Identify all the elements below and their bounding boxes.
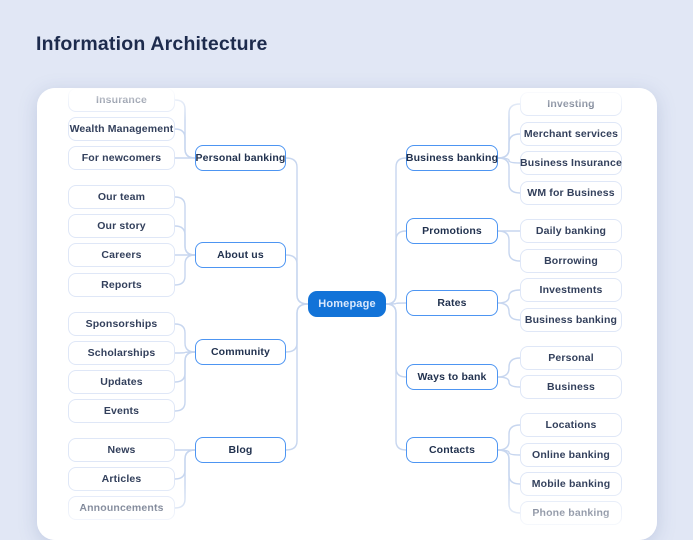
connector-edge	[497, 449, 521, 514]
node-updates[interactable]: Updates	[68, 370, 175, 394]
connector-edge	[285, 303, 309, 353]
connector-edge	[174, 254, 196, 286]
node-our-story[interactable]: Our story	[68, 214, 175, 238]
connector-edge	[285, 254, 309, 305]
connector-edge	[285, 303, 309, 451]
node-scholarships[interactable]: Scholarships	[68, 341, 175, 365]
node-contacts[interactable]: Contacts	[406, 437, 498, 463]
connector-edge	[497, 357, 521, 378]
connector-edge	[497, 376, 521, 388]
node-about-us[interactable]: About us	[195, 242, 286, 268]
connector-edge	[174, 449, 196, 480]
connector-edge	[385, 157, 407, 305]
connector-edge	[497, 133, 521, 159]
node-phone-banking[interactable]: Phone banking	[520, 501, 622, 525]
node-promotions[interactable]: Promotions	[406, 218, 498, 244]
connector-edge	[497, 157, 521, 194]
node-business-banking[interactable]: Business banking	[406, 145, 498, 171]
node-sponsorships[interactable]: Sponsorships	[68, 312, 175, 336]
node-investments[interactable]: Investments	[520, 278, 622, 302]
node-business-insurance[interactable]: Business Insurance	[520, 151, 622, 175]
connector-edge	[174, 323, 196, 353]
node-reports[interactable]: Reports	[68, 273, 175, 297]
connector-edge	[174, 351, 196, 383]
node-daily-banking[interactable]: Daily banking	[520, 219, 622, 243]
node-wealth-management[interactable]: Wealth Management	[68, 117, 175, 141]
node-business[interactable]: Business	[520, 375, 622, 399]
node-mobile-banking[interactable]: Mobile banking	[520, 472, 622, 496]
node-personal[interactable]: Personal	[520, 346, 622, 370]
node-investing[interactable]: Investing	[520, 92, 622, 116]
node-blog[interactable]: Blog	[195, 437, 286, 463]
node-personal-banking[interactable]: Personal banking	[195, 145, 286, 171]
node-for-newcomers[interactable]: For newcomers	[68, 146, 175, 170]
connector-edge	[497, 103, 521, 159]
connector-edge	[385, 230, 407, 305]
node-homepage[interactable]: Homepage	[308, 291, 386, 317]
connector-edge	[174, 128, 196, 159]
node-locations[interactable]: Locations	[520, 413, 622, 437]
connector-edge	[385, 302, 407, 305]
connector-edge	[174, 449, 196, 509]
node-community[interactable]: Community	[195, 339, 286, 365]
node-business-banking[interactable]: Business banking	[520, 308, 622, 332]
connector-edge	[497, 424, 521, 451]
connector-edge	[497, 157, 521, 164]
connector-edge	[385, 303, 407, 378]
node-announcements[interactable]: Announcements	[68, 496, 175, 520]
node-ways-to-bank[interactable]: Ways to bank	[406, 364, 498, 390]
connector-edge	[385, 303, 407, 451]
connector-edge	[174, 196, 196, 256]
node-careers[interactable]: Careers	[68, 243, 175, 267]
page-title: Information Architecture	[36, 33, 268, 55]
node-our-team[interactable]: Our team	[68, 185, 175, 209]
node-events[interactable]: Events	[68, 399, 175, 423]
node-borrowing[interactable]: Borrowing	[520, 249, 622, 273]
node-online-banking[interactable]: Online banking	[520, 443, 622, 467]
connector-edge	[174, 225, 196, 256]
node-rates[interactable]: Rates	[406, 290, 498, 316]
node-merchant-services[interactable]: Merchant services	[520, 122, 622, 146]
node-news[interactable]: News	[68, 438, 175, 462]
connector-edge	[497, 302, 521, 321]
connector-edge	[497, 449, 521, 456]
node-insurance[interactable]: Insurance	[68, 88, 175, 112]
connector-edge	[174, 351, 196, 412]
connector-edge	[285, 157, 309, 305]
connector-edge	[497, 449, 521, 485]
connector-edge	[174, 351, 196, 354]
node-wm-for-business[interactable]: WM for Business	[520, 181, 622, 205]
node-articles[interactable]: Articles	[68, 467, 175, 491]
connector-edge	[497, 289, 521, 304]
connector-edge	[174, 99, 196, 159]
connector-edge	[497, 230, 521, 262]
